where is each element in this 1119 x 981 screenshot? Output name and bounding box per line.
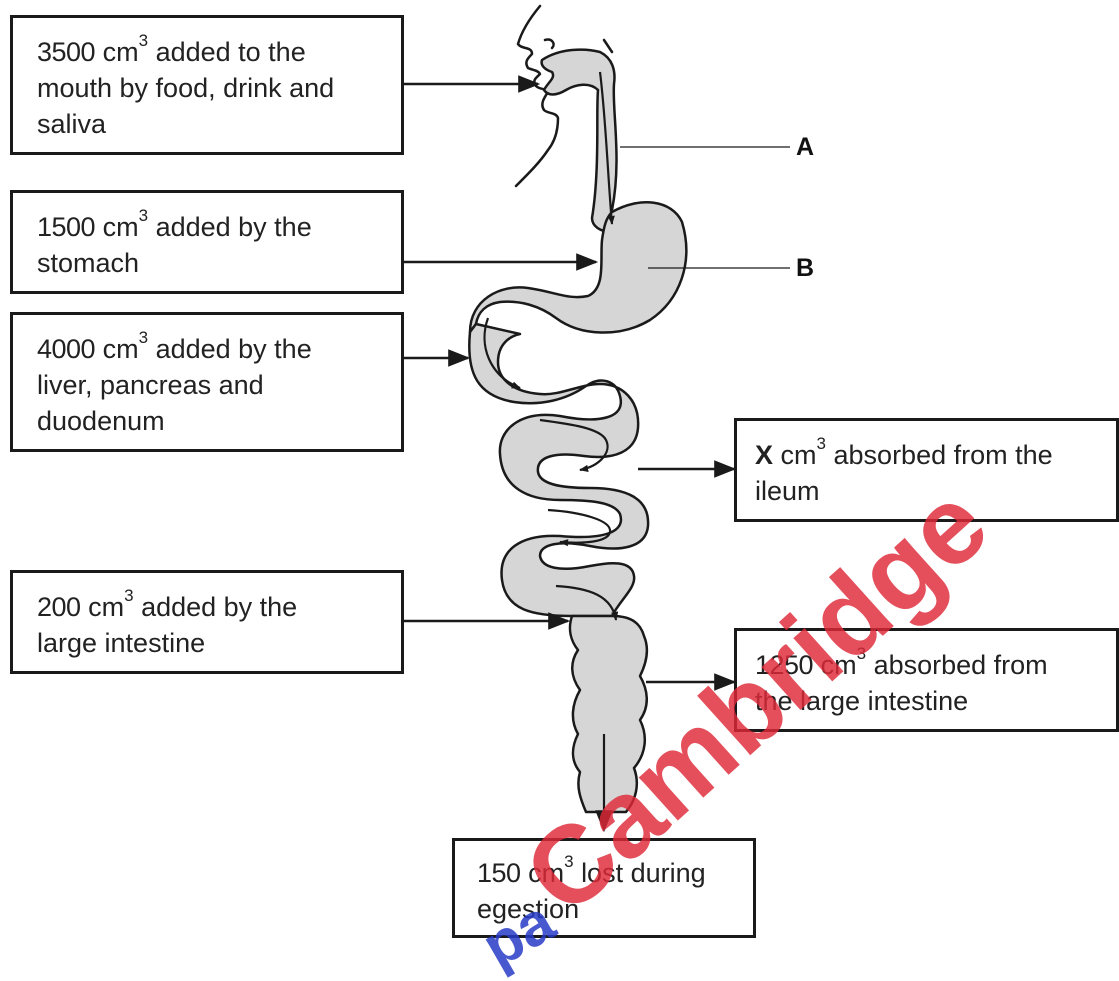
box-mouth-text-2: mouth by food, drink and: [37, 70, 383, 106]
unit: cm: [821, 650, 857, 680]
box-liver-text-3: duodenum: [37, 403, 383, 439]
unit-exponent: 3: [857, 644, 866, 663]
unit: cm: [103, 37, 139, 67]
unit: cm: [103, 212, 139, 242]
box-liver-text-1: added by the: [156, 334, 312, 364]
box-egestion-text-2: egestion: [477, 891, 735, 927]
box-stomach: 1500 cm3 added by the stomach: [10, 190, 404, 294]
label-a: A: [796, 133, 814, 162]
box-large-added: 200 cm3 added by the large intestine: [10, 570, 404, 674]
box-stomach-text-2: stomach: [37, 245, 383, 281]
unit: cm: [528, 858, 564, 888]
unit-exponent: 3: [817, 434, 826, 453]
box-mouth: 3500 cm3 added to the mouth by food, dri…: [10, 15, 404, 155]
box-large-absorbed: 1250 cm3 absorbed from the large intesti…: [734, 628, 1119, 732]
box-ileum-volume: X: [755, 440, 773, 470]
box-stomach-volume: 1500: [37, 212, 95, 242]
unit: cm: [103, 334, 139, 364]
unit-exponent: 3: [139, 31, 148, 50]
box-mouth-volume: 3500: [37, 37, 95, 67]
box-mouth-text-1: added to the: [156, 37, 306, 67]
box-large-added-text-1: added by the: [141, 592, 297, 622]
box-stomach-text-1: added by the: [156, 212, 312, 242]
box-egestion: 150 cm3 lost during egestion: [452, 838, 756, 938]
box-liver-text-2: liver, pancreas and: [37, 367, 383, 403]
box-egestion-volume: 150: [477, 858, 521, 888]
box-large-absorbed-text-2: the large intestine: [755, 683, 1098, 719]
unit-exponent: 3: [564, 852, 573, 871]
gut: [469, 50, 686, 812]
unit: cm: [781, 440, 817, 470]
box-egestion-text-1: lost during: [581, 858, 706, 888]
box-large-added-text-2: large intestine: [37, 625, 383, 661]
label-b: B: [796, 254, 814, 283]
unit-exponent: 3: [139, 328, 148, 347]
unit-exponent: 3: [124, 586, 133, 605]
unit: cm: [88, 592, 124, 622]
box-liver-volume: 4000: [37, 334, 95, 364]
box-ileum-text-2: ileum: [755, 473, 1098, 509]
box-large-absorbed-text-1: absorbed from: [874, 650, 1048, 680]
box-ileum-text-1: absorbed from the: [834, 440, 1053, 470]
box-liver: 4000 cm3 added by the liver, pancreas an…: [10, 312, 404, 452]
box-large-added-volume: 200: [37, 592, 81, 622]
box-mouth-text-3: saliva: [37, 106, 383, 142]
box-large-absorbed-volume: 1250: [755, 650, 813, 680]
box-ileum: X cm3 absorbed from the ileum: [734, 418, 1119, 522]
unit-exponent: 3: [139, 206, 148, 225]
